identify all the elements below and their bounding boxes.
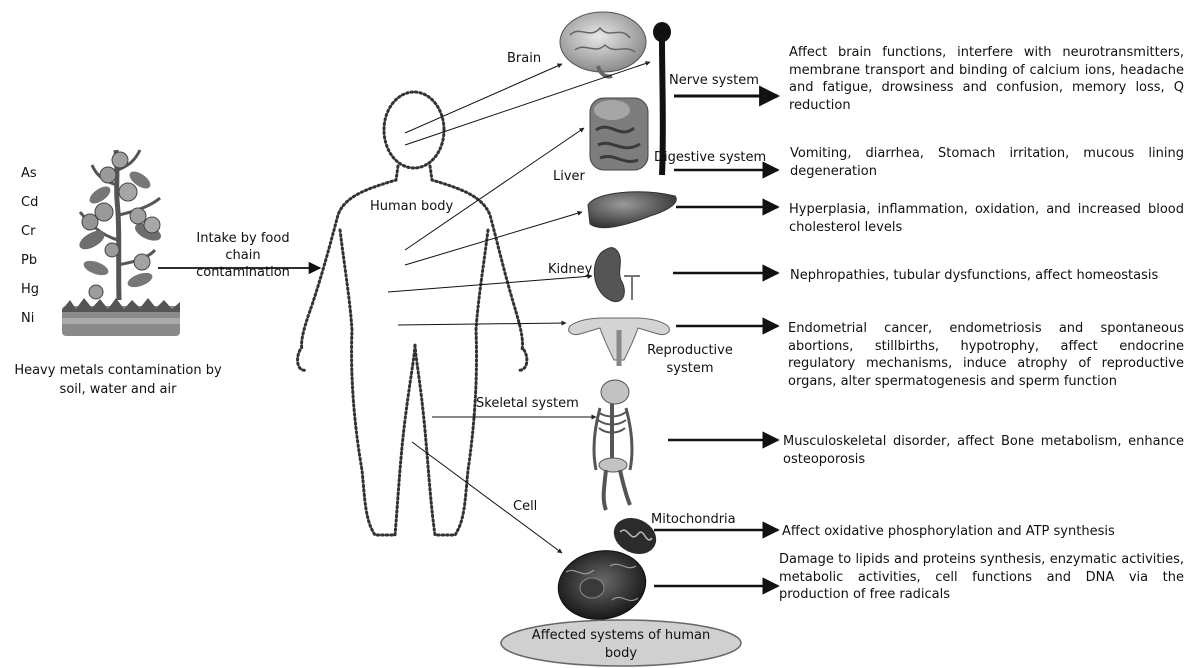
label-reproductive-system: Reproductive system [640, 342, 740, 378]
effect-mitochondria: Affect oxidative phosphorylation and ATP… [782, 523, 1184, 541]
skeleton-illustration [594, 380, 632, 510]
label-digestive-system: Digestive system [654, 150, 766, 166]
label-nerve-system: Nerve system [669, 73, 759, 89]
intake-label: Intake by food chain contamination [178, 230, 308, 281]
label-kidney: Kidney [548, 262, 592, 278]
human-body-outline [298, 92, 527, 535]
source-caption: Heavy metals contamination by soil, wate… [5, 361, 231, 399]
effect-skeletal: Musculoskeletal disorder, affect Bone me… [783, 433, 1184, 468]
plant-illustration [76, 150, 163, 300]
soil-illustration [62, 298, 180, 336]
label-skeletal-system: Skeletal system [476, 396, 579, 412]
metal-label: Pb [21, 253, 37, 269]
metal-label: Cr [21, 224, 35, 240]
effect-reproductive: Endometrial cancer, endometriosis and sp… [788, 320, 1184, 390]
human-body-label: Human body [370, 199, 453, 215]
connector-arrows [158, 62, 778, 586]
effect-nerve: Affect brain functions, interfere with n… [789, 44, 1184, 114]
metal-label: Hg [21, 282, 39, 298]
metal-label: Ni [21, 311, 34, 327]
kidney-illustration [594, 248, 640, 302]
label-liver: Liver [553, 169, 585, 185]
effect-liver: Hyperplasia, inflammation, oxidation, an… [789, 201, 1184, 236]
effect-digestive: Vomiting, diarrhea, Stomach irritation, … [790, 145, 1184, 180]
label-cell: Cell [513, 499, 537, 515]
label-brain: Brain [507, 51, 541, 67]
label-mitochondria: Mitochondria [651, 512, 736, 528]
footer-label: Affected systems of human body [520, 627, 722, 663]
cell-illustration [553, 544, 651, 626]
liver-illustration [588, 192, 676, 228]
metal-label: Cd [21, 195, 38, 211]
effect-cell: Damage to lipids and proteins synthesis,… [779, 551, 1184, 604]
digestive-illustration [590, 98, 648, 170]
brain-illustration [560, 12, 646, 77]
effect-kidney: Nephropathies, tubular dysfunctions, aff… [790, 267, 1184, 285]
metal-label: As [21, 166, 37, 182]
